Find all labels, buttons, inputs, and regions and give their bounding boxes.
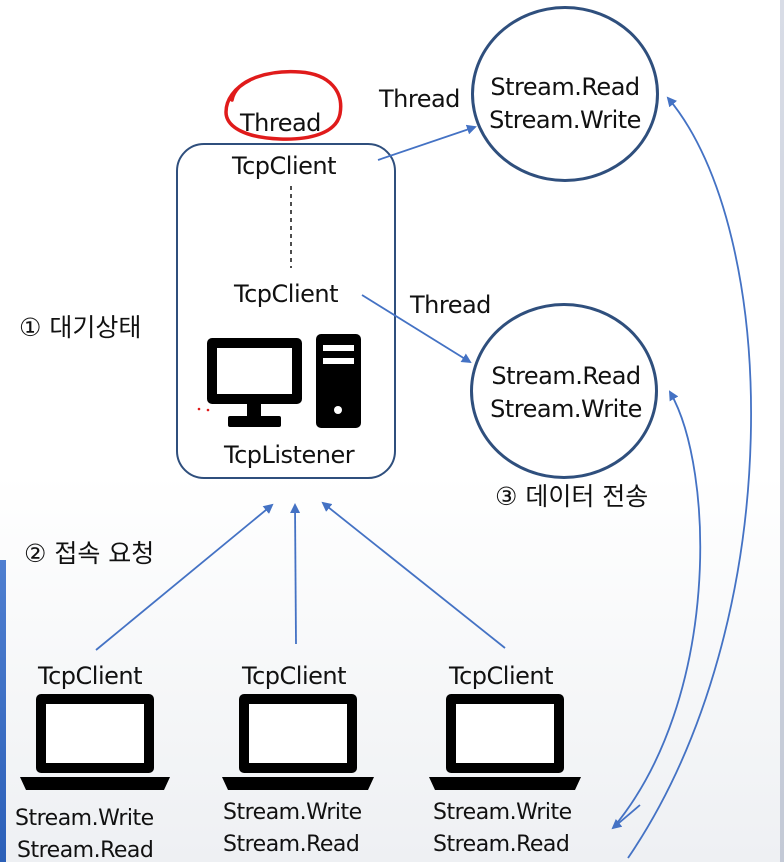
- client-2-read: Stream.Read: [223, 832, 360, 857]
- stream-circle-top: Stream.Read Stream.Write: [471, 6, 659, 182]
- client-1-write: Stream.Write: [15, 806, 154, 831]
- desktop-pc-icon: [207, 334, 361, 428]
- client-2-name: TcpClient: [242, 662, 347, 690]
- curve-outer-data-transfer: [627, 96, 752, 859]
- server-thread-label: Thread: [240, 109, 321, 137]
- thread-label-middle: Thread: [410, 291, 491, 319]
- arrow-middle-thread: [361, 294, 472, 364]
- server-tcpclient-top: TcpClient: [232, 152, 337, 180]
- circle-mid-write: Stream.Write: [490, 395, 642, 423]
- client-1-read: Stream.Read: [17, 838, 154, 863]
- server-tcpclient-bottom: TcpClient: [234, 280, 339, 308]
- step-transfer-label: ③ 데이터 전송: [495, 482, 649, 511]
- arrow-top-thread: [377, 124, 477, 161]
- arrow-client-1: [95, 503, 274, 651]
- left-window-edge: [0, 560, 6, 862]
- circle-mid-read: Stream.Read: [491, 362, 641, 390]
- stream-circle-middle: Stream.Read Stream.Write: [470, 303, 658, 479]
- client-1-name: TcpClient: [38, 662, 143, 690]
- right-window-edge: [780, 0, 784, 862]
- arrow-client-3: [321, 501, 506, 649]
- server-box: [176, 143, 396, 479]
- laptop-icon: [20, 694, 170, 790]
- server-tcplistener-label: TcpListener: [224, 441, 355, 469]
- client-3-write: Stream.Write: [433, 800, 572, 825]
- circle-top-read: Stream.Read: [490, 73, 640, 101]
- arrow-client-2: [290, 503, 301, 645]
- laptop-icon: [429, 694, 581, 790]
- step-wait-label: ① 대기상태: [19, 313, 142, 342]
- client-2-write: Stream.Write: [223, 800, 362, 825]
- curve-inner-data-transfer: [612, 390, 702, 829]
- circle-top-write: Stream.Write: [489, 106, 641, 134]
- red-highlight-circle: [224, 69, 343, 141]
- thread-label-top: Thread: [379, 85, 460, 113]
- client-3-read: Stream.Read: [433, 832, 570, 857]
- step-request-label: ② 접속 요청: [24, 539, 155, 568]
- laptop-icon: [222, 694, 374, 790]
- client-3-name: TcpClient: [449, 662, 554, 690]
